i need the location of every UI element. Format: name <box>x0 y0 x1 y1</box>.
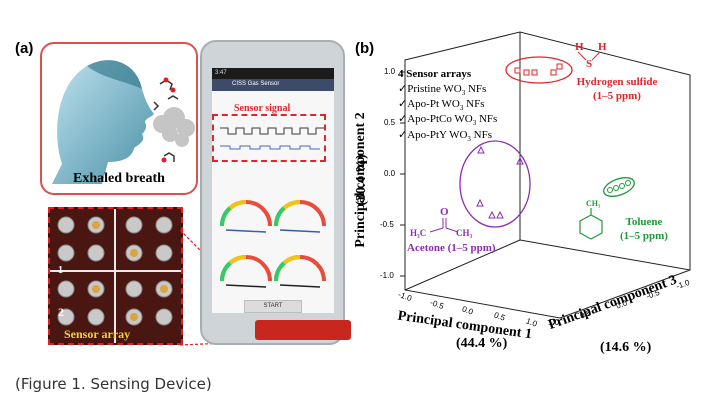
h2s-atom-h2: H <box>598 41 607 53</box>
toluene-label: Toluene <box>625 216 663 228</box>
app-title: CISS Gas Sensor <box>232 81 280 87</box>
acetone-label: Acetone (1–5 ppm) <box>407 242 496 254</box>
acetone-right-group: CH₃ <box>456 228 473 238</box>
sensor-board-icon <box>255 320 351 340</box>
start-button[interactable]: START <box>244 300 302 313</box>
acetone-left-group: H₃C <box>410 228 427 238</box>
pc2-axis-percent: (30.4 %) <box>354 154 369 206</box>
figure-caption: (Figure 1. Sensing Device) <box>15 375 212 393</box>
h2s-range: (1–5 ppm) <box>593 90 641 102</box>
pc3-origin-tick: 1.0 <box>548 318 560 327</box>
pc2-tick: 0.0 <box>384 169 396 178</box>
pc3-axis-percent: (14.6 %) <box>600 340 652 355</box>
exhaled-breath-illustration: Exhaled breath <box>40 42 198 195</box>
pc2-tick: 1.0 <box>384 67 396 76</box>
pc2-tick: -0.5 <box>380 220 394 229</box>
pc1-axis-percent: (44.4 %) <box>456 336 508 351</box>
panel-b-label: (b) <box>355 40 375 57</box>
sensor-array-photo <box>50 209 181 343</box>
panel-a-label: (a) <box>15 40 34 57</box>
status-time: 3:47 <box>215 70 227 76</box>
legend-item: ✓Apo-PtCo WO3 NFs <box>398 113 498 128</box>
legend-item: ✓Apo-PtY WO3 NFs <box>398 128 493 143</box>
toluene-group: CH₃ <box>586 199 601 208</box>
sensor-signal-highlight-box <box>212 114 326 162</box>
legend-list: ✓Pristine WO3 NFs ✓Apo-Pt WO3 NFs ✓Apo-P… <box>398 82 497 143</box>
chip-number-2: 2 <box>58 305 64 319</box>
legend-title: 4 Sensor arrays <box>398 68 472 80</box>
pc2-tick: 0.5 <box>384 118 396 127</box>
sensor-array-chip: 1 2 Sensor array <box>48 207 183 345</box>
phone-screen: 3:47 CISS Gas Sensor Sensor signal <box>212 68 334 313</box>
status-bar: 3:47 <box>212 68 334 79</box>
h2s-atom-s: S <box>586 58 593 70</box>
sensor-array-label: Sensor array <box>64 327 131 341</box>
smartphone: 3:47 CISS Gas Sensor Sensor signal <box>200 40 345 345</box>
acetone-atom-o: O <box>440 206 449 218</box>
sensor-signal-plot <box>220 127 324 150</box>
h2s-label: Hydrogen sulfide <box>576 76 658 88</box>
app-bar: CISS Gas Sensor <box>212 79 334 91</box>
toluene-range: (1–5 ppm) <box>620 230 668 242</box>
exhaled-breath-caption: Exhaled breath <box>73 171 165 186</box>
legend-item: ✓Apo-Pt WO3 NFs <box>398 98 485 113</box>
sensor-signal-title: Sensor signal <box>234 103 291 114</box>
chip-number-1: 1 <box>58 265 63 276</box>
h2s-atom-h1: H <box>575 41 584 53</box>
pc2-tick: -1.0 <box>380 271 394 280</box>
radar-gauges <box>219 200 326 288</box>
human-head-icon <box>52 60 195 184</box>
legend-item: ✓Pristine WO3 NFs <box>398 83 487 98</box>
